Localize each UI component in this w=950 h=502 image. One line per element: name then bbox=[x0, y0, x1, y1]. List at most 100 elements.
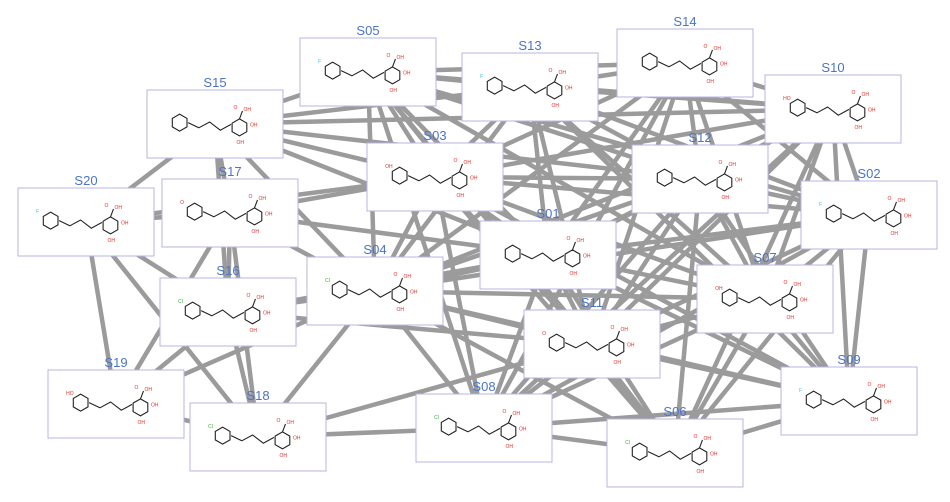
carboxyl-bond bbox=[253, 199, 258, 209]
benzoic-ring bbox=[102, 216, 119, 235]
benzoic-ring bbox=[231, 118, 248, 137]
hydroxyl-label: OH bbox=[265, 211, 273, 217]
edge-s02-s04 bbox=[374, 212, 870, 294]
node-box bbox=[631, 144, 769, 214]
carboxyl-label: OH bbox=[877, 384, 885, 390]
node-label: S06 bbox=[663, 404, 686, 419]
linker-chain bbox=[202, 210, 247, 220]
edge-s10-s09 bbox=[830, 108, 852, 402]
aryl-ring bbox=[324, 61, 341, 80]
linker-chain bbox=[58, 219, 103, 229]
hydroxyl-label: OH bbox=[613, 360, 621, 366]
node-box bbox=[47, 369, 185, 439]
hydroxyl-label: OH bbox=[854, 125, 862, 131]
node-label: S20 bbox=[74, 173, 97, 188]
benzoic-ring bbox=[885, 209, 902, 228]
aryl-ring bbox=[214, 426, 231, 445]
benzoic-ring bbox=[244, 306, 261, 325]
carboxyl-bond bbox=[251, 298, 256, 308]
carboxyl-bond bbox=[139, 390, 144, 400]
linker-chain bbox=[841, 212, 886, 222]
substituent-label: F bbox=[36, 209, 39, 215]
hydroxyl-label: OH bbox=[121, 220, 129, 226]
carbonyl-o-label: O bbox=[502, 409, 506, 415]
linker-chain bbox=[456, 425, 501, 435]
aryl-ring bbox=[184, 301, 201, 320]
benzoic-ring bbox=[451, 171, 468, 190]
carboxyl-bond bbox=[391, 58, 396, 68]
hydroxyl-label: OH bbox=[151, 402, 159, 408]
aryl-ring bbox=[486, 76, 503, 95]
aryl-ring bbox=[641, 52, 658, 71]
benzoic-ring bbox=[384, 66, 401, 85]
benzoic-ring bbox=[865, 395, 882, 414]
linker-chain bbox=[672, 176, 717, 186]
carboxyl-label: OH bbox=[576, 238, 584, 244]
carbonyl-o-label: O bbox=[276, 418, 280, 424]
carbonyl-o-label: O bbox=[851, 90, 855, 96]
hydroxyl-label: OH bbox=[410, 289, 418, 295]
hydroxyl-label: OH bbox=[470, 175, 478, 181]
hydroxyl-label: OH bbox=[735, 177, 743, 183]
node-label: S04 bbox=[363, 242, 386, 257]
hydroxyl-label: OH bbox=[800, 297, 808, 303]
carboxyl-bond bbox=[856, 95, 861, 105]
hydroxyl-label: OH bbox=[786, 315, 794, 321]
aryl-ring bbox=[789, 98, 806, 117]
substituent-label: OH bbox=[385, 164, 393, 170]
edge-s03-s08 bbox=[432, 176, 487, 429]
carboxyl-bond bbox=[615, 330, 620, 340]
node-label: S15 bbox=[203, 75, 226, 90]
linker-chain bbox=[230, 434, 275, 444]
carboxyl-bond bbox=[109, 208, 114, 218]
carbonyl-o-label: O bbox=[718, 160, 722, 166]
benzoic-ring bbox=[500, 422, 517, 441]
substituent-label: Cl bbox=[325, 278, 330, 284]
node-box bbox=[306, 256, 444, 326]
substituent-label: O bbox=[542, 331, 546, 337]
edge-s03-s09 bbox=[433, 175, 851, 403]
linker-chain bbox=[502, 84, 547, 94]
linker-chain bbox=[520, 252, 565, 262]
substituent-label: F bbox=[799, 388, 802, 394]
node-label: S16 bbox=[216, 263, 239, 278]
node-box bbox=[616, 28, 754, 98]
hydroxyl-label: OH bbox=[519, 426, 527, 432]
substituent-label: OH bbox=[715, 286, 723, 292]
node-label: S02 bbox=[857, 166, 880, 181]
aryl-ring bbox=[721, 288, 738, 307]
carboxyl-bond bbox=[238, 110, 243, 120]
carboxyl-label: OH bbox=[713, 46, 721, 52]
substituent-label: HO bbox=[783, 96, 791, 102]
hydroxyl-label: OH bbox=[251, 229, 259, 235]
